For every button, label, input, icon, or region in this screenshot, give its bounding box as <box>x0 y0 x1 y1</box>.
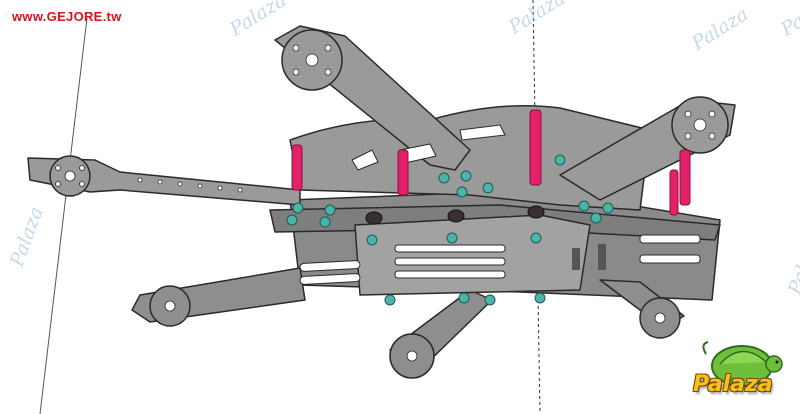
spacers <box>365 205 545 225</box>
center-body <box>354 214 591 296</box>
top-plate <box>289 105 651 211</box>
nuts <box>286 154 614 306</box>
standoffs <box>291 109 691 216</box>
site-url-text: www.GEJORE.tw <box>12 9 122 24</box>
cutout-group <box>299 124 701 285</box>
logo-text: Palaza <box>693 372 773 397</box>
mounting-holes <box>55 44 716 362</box>
plate-label-block <box>572 244 606 270</box>
palaza-turtle-icon <box>702 341 783 387</box>
guide-line-left <box>39 17 88 414</box>
